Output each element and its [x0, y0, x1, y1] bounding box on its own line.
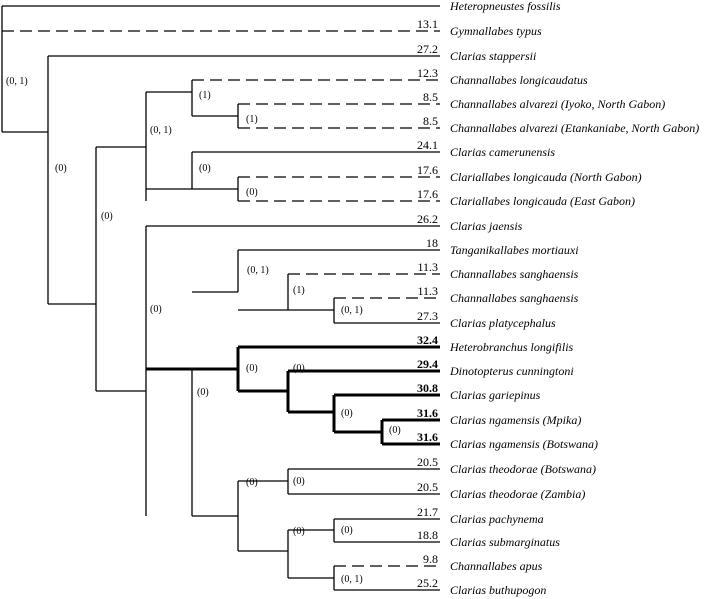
- node-state-label: (1): [199, 90, 211, 101]
- branch-length-label: 31.6: [417, 430, 438, 444]
- taxon-label: Clarias buthupogon: [450, 583, 546, 597]
- node-state-label: (0, 1): [6, 76, 28, 87]
- branch-length-label: 18.8: [417, 528, 438, 542]
- branch-length-label: 20.5: [417, 480, 438, 494]
- taxon-label: Clarias ngamensis (Botswana): [450, 437, 598, 451]
- taxon-label: Clarias platycephalus: [450, 316, 556, 330]
- taxon-label: Channallabes alvarezi (Etankaniabe, Nort…: [450, 121, 699, 135]
- taxon-label: Channallabes apus: [450, 559, 543, 573]
- taxon-label: Clarias submarginatus: [450, 535, 560, 549]
- taxon-label: Clarias theodorae (Botswana): [450, 462, 596, 476]
- taxon-label: Channallabes sanghaensis: [450, 267, 579, 281]
- node-state-label: (0, 1): [341, 574, 363, 585]
- taxon-label: Clarias stappersii: [450, 49, 536, 63]
- node-state-label: (1): [246, 114, 258, 125]
- branch-length-label: 21.7: [417, 505, 438, 519]
- taxon-label: Clariallabes longicauda (North Gabon): [450, 170, 642, 184]
- taxon-label: Dinotopterus cunningtoni: [449, 364, 574, 378]
- taxon-label: Clarias jaensis: [450, 219, 523, 233]
- branch-length-label: 27.2: [417, 42, 438, 56]
- taxon-label: Tanganikallabes mortiauxi: [450, 243, 579, 257]
- node-state-label: (0, 1): [150, 125, 172, 136]
- branch-length-label: 9.8: [423, 552, 438, 566]
- branch-length-label: 12.3: [417, 66, 438, 80]
- branch-length-label: 25.2: [417, 576, 438, 590]
- taxon-label: Gymnallabes typus: [450, 24, 542, 38]
- branch-length-label: 31.6: [417, 406, 438, 420]
- node-state-label: (0): [150, 304, 162, 315]
- node-state-label: (0, 1): [341, 305, 363, 316]
- node-state-label: (0): [246, 187, 258, 198]
- branch-length-label: 27.3: [417, 309, 438, 323]
- branch-length-label: 11.3: [417, 260, 438, 274]
- branch-length-label: 18: [426, 236, 438, 250]
- node-state-label: (0): [341, 408, 353, 419]
- node-state-label: (0): [101, 211, 113, 222]
- node-state-label: (0): [246, 363, 258, 374]
- branch-length-label: 13.1: [417, 17, 438, 31]
- branch-length-label: 17.6: [417, 187, 438, 201]
- branch-length-label: 8.5: [423, 114, 438, 128]
- taxon-label: Heteropneustes fossilis: [449, 0, 561, 13]
- branch-length-label: 29.4: [417, 357, 438, 371]
- taxon-label: Clarias theodorae (Zambia): [450, 487, 585, 501]
- taxon-label: Clarias ngamensis (Mpika): [450, 413, 581, 427]
- taxon-label: Channallabes alvarezi (Iyoko, North Gabo…: [450, 97, 665, 111]
- branch-length-label: 17.6: [417, 163, 438, 177]
- node-state-label: (0): [293, 363, 305, 374]
- node-state-label: (0): [197, 387, 209, 398]
- branch-length-label: 8.5: [423, 90, 438, 104]
- branch-length-label: 24.1: [417, 138, 438, 152]
- node-state-label: (0): [389, 425, 401, 436]
- taxon-label: Clariallabes longicauda (East Gabon): [450, 194, 635, 208]
- branch-length-label: 11.3: [417, 284, 438, 298]
- taxon-label: Channallabes longicaudatus: [450, 73, 588, 87]
- branch-length-label: 26.2: [417, 212, 438, 226]
- taxon-label: Channallabes sanghaensis: [450, 291, 579, 305]
- node-state-label: (0): [199, 163, 211, 174]
- branch-length-label: 32.4: [417, 333, 438, 347]
- node-state-label: (0): [55, 163, 67, 174]
- taxon-label: Clarias pachynema: [450, 512, 544, 526]
- node-state-label: (1): [293, 285, 305, 296]
- branch-length-label: 20.5: [417, 455, 438, 469]
- node-state-label: (0, 1): [247, 265, 269, 276]
- taxon-label: Clarias gariepinus: [450, 388, 541, 402]
- node-state-label: (0): [293, 526, 305, 537]
- taxon-label: Heterobranchus longifilis: [449, 340, 574, 354]
- taxon-label: Clarias camerunensis: [450, 145, 555, 159]
- node-state-label: (0): [293, 476, 305, 487]
- branch-length-label: 30.8: [417, 381, 438, 395]
- node-state-label: (0): [246, 477, 258, 488]
- node-state-label: (0): [341, 525, 353, 536]
